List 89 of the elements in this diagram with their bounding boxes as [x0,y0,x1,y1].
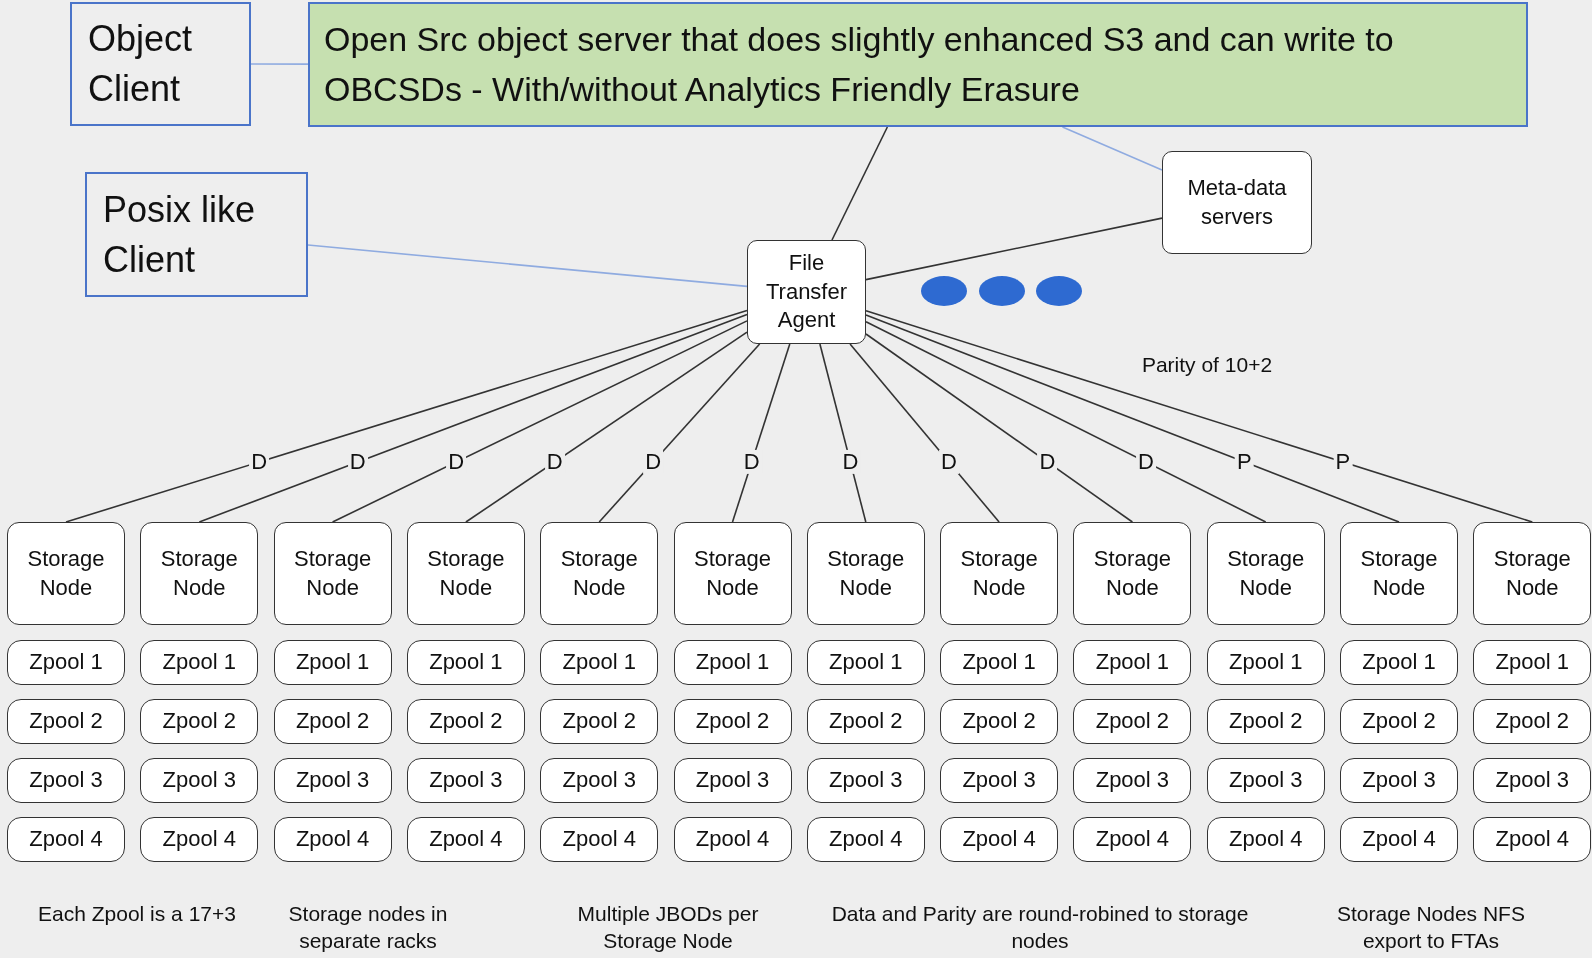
zpool-box: Zpool 1 [1340,640,1458,685]
zpool-box: Zpool 3 [1473,758,1592,803]
zpool-box: Zpool 3 [7,758,125,803]
zpool-box: Zpool 3 [673,758,792,803]
ellipsis-dot [921,276,967,306]
footnote-text: Multiple JBODs per Storage Node [576,901,760,954]
zpool-box: Zpool 4 [1473,817,1592,862]
zpool-box: Zpool 4 [1340,817,1458,862]
storage-node-box: Storage Node [940,522,1059,625]
storage-node-box: Storage Node [1340,522,1458,625]
zpool-box: Zpool 2 [1206,699,1325,744]
zpool-box: Zpool 1 [940,640,1059,685]
zpool-box: Zpool 3 [940,758,1059,803]
connector-line [1061,126,1163,171]
zpool-box: Zpool 4 [406,817,525,862]
client-box: Posix like Client [85,172,308,297]
zpool-box: Zpool 4 [806,817,925,862]
zpool-box: Zpool 3 [1073,758,1192,803]
edge-label: D [938,449,959,475]
zpool-box: Zpool 2 [273,699,392,744]
zpool-box: Zpool 2 [1073,699,1192,744]
zpool-box: Zpool 2 [1473,699,1592,744]
zpool-box: Zpool 1 [1206,640,1325,685]
connector-line [831,126,889,241]
zpool-box: Zpool 3 [1206,758,1325,803]
connector-line [250,63,309,65]
zpool-box: Zpool 4 [540,817,659,862]
connector-line [198,313,748,523]
zpool-box: Zpool 2 [7,699,125,744]
storage-node-box: Storage Node [140,522,259,625]
storage-node-box: Storage Node [1473,522,1592,625]
zpool-box: Zpool 4 [673,817,792,862]
zpool-box: Zpool 2 [673,699,792,744]
storage-node-box: Storage Node [806,522,925,625]
client-box: Object Client [70,2,251,126]
zpool-box: Zpool 1 [1473,640,1592,685]
footnote-text: Data and Parity are round-robined to storage nodes [830,901,1250,954]
footnote-text: Each Zpool is a 17+3 [37,901,237,927]
connector-line [465,331,748,523]
zpool-box: Zpool 2 [1340,699,1458,744]
connector-line [865,217,1163,281]
zpool-box: Zpool 2 [140,699,259,744]
zpool-box: Zpool 4 [273,817,392,862]
connector-line [865,314,1400,523]
footnote-text: Storage nodes in separate racks [287,901,449,954]
footnote-text: Storage Nodes NFS export to FTAs [1336,901,1526,954]
zpool-box: Zpool 3 [540,758,659,803]
zpool-box: Zpool 4 [940,817,1059,862]
connector-line [865,333,1134,523]
zpool-box: Zpool 4 [1206,817,1325,862]
zpool-box: Zpool 1 [7,640,125,685]
edge-label: D [643,449,664,475]
zpool-box: Zpool 3 [1340,758,1458,803]
connector-line [865,310,1534,523]
agent-box: File Transfer Agent [747,240,866,344]
zpool-box: Zpool 3 [406,758,525,803]
connector-line [331,320,748,523]
zpool-box: Zpool 1 [273,640,392,685]
storage-node-box: Storage Node [7,522,125,625]
storage-node-box: Storage Node [540,522,659,625]
zpool-box: Zpool 3 [140,758,259,803]
connector-line [307,244,748,288]
ellipsis-dot [979,276,1025,306]
server-banner: Open Src object server that does slightly enhanced S3 and can write to OBCSDs - With/without Analytics Friendly Erasure [308,2,1528,127]
zpool-box: Zpool 4 [140,817,259,862]
server-box: Meta-data servers [1162,151,1312,254]
zpool-box: Zpool 1 [806,640,925,685]
zpool-box: Zpool 2 [406,699,525,744]
parity-note: Parity of 10+2 [1141,352,1273,378]
zpool-box: Zpool 2 [806,699,925,744]
zpool-box: Zpool 1 [540,640,659,685]
zpool-box: Zpool 1 [406,640,525,685]
zpool-box: Zpool 2 [540,699,659,744]
connector-line [65,309,748,523]
zpool-box: Zpool 1 [1073,640,1192,685]
zpool-box: Zpool 1 [673,640,792,685]
zpool-box: Zpool 3 [806,758,925,803]
connector-line [865,321,1267,523]
storage-node-box: Storage Node [1206,522,1325,625]
ellipsis-dot [1036,276,1082,306]
storage-node-box: Storage Node [273,522,392,625]
zpool-box: Zpool 3 [273,758,392,803]
storage-node-box: Storage Node [673,522,792,625]
zpool-box: Zpool 4 [7,817,125,862]
zpool-box: Zpool 1 [140,640,259,685]
zpool-box: Zpool 4 [1073,817,1192,862]
zpool-box: Zpool 2 [940,699,1059,744]
storage-node-box: Storage Node [1073,522,1192,625]
storage-node-box: Storage Node [406,522,525,625]
